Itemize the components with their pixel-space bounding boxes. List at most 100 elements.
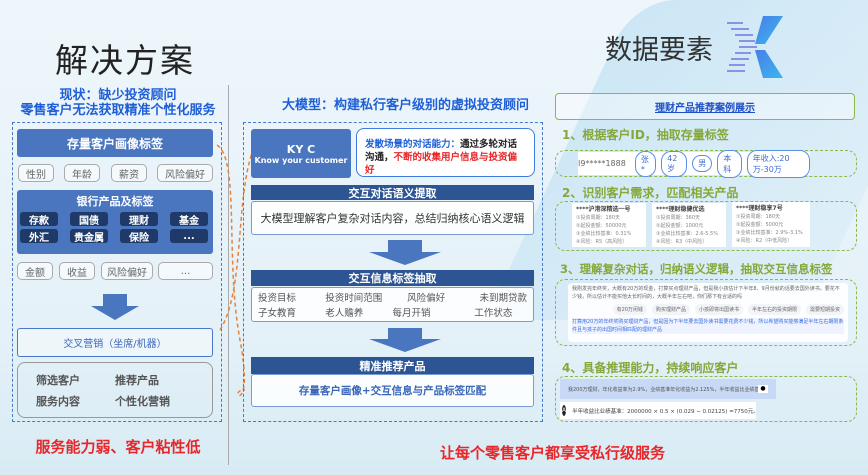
customer-tag: 年收入:20万-30万 <box>746 149 810 178</box>
product-name: ****理财稳享7号 <box>736 205 783 212</box>
portrait-tag: 薪资 <box>111 164 147 182</box>
interaction-tag: 子女教育 <box>258 307 297 319</box>
extracted-tag: 需要短期投资 <box>805 304 844 315</box>
bank-product: 国债 <box>70 212 108 227</box>
middle-title: 大模型：构建私行客户级别的虚拟投资顾问 <box>282 98 530 113</box>
customer-id: I9*****1888 <box>578 159 626 168</box>
interaction-tag: 投资目标 <box>258 293 297 305</box>
kyc-title: KY C <box>286 142 316 156</box>
product-card[interactable]: ****理财稳健优选 ①投资周期：360天 ②起投金额：1000元 ③业绩比较基… <box>652 203 726 247</box>
interaction-tag: 风险偏好 <box>407 293 446 305</box>
brand-title: 数据要素 <box>605 35 713 66</box>
s4-box <box>555 376 857 422</box>
bank-product: ... <box>170 229 208 243</box>
user-question: 我200万理财，年化收益率为2.9%，业绩基准年化收益为2.125%，半年收益比… <box>560 379 776 399</box>
bank-product: 理财 <box>120 212 158 227</box>
product-line: ③业绩比较基准：2.9%-3.1% <box>736 230 803 236</box>
left-subtitle-1: 现状：缺少投资顾问 <box>59 88 177 103</box>
customer-tag: 本科 <box>717 149 742 178</box>
action-item: 个性化营销 <box>115 394 170 408</box>
middle-conclusion: 让每个零售客户都享受私行级服务 <box>440 444 666 462</box>
product-name: ****理财稳健优选 <box>656 206 705 213</box>
kyc-box: KY C Know your customer <box>251 129 351 178</box>
bank-product: 基金 <box>170 212 208 227</box>
customer-dialog: 我刚发完年终奖，大概有20万的现金，打算买点理财产品，但是我小孩估计下半年8、9… <box>572 286 840 300</box>
s1-box <box>555 150 857 177</box>
showcase-header: 理财产品推荐案例展示 <box>555 93 855 120</box>
action-item: 推荐产品 <box>115 373 159 387</box>
showcase-title-link[interactable]: 理财产品推荐案例展示 <box>655 103 755 114</box>
connector-lines <box>216 144 254 397</box>
answer-text: 半年收益比业绩基准：2000000 × 0.5 × (0.029 − 0.021… <box>572 408 759 415</box>
product-line: ②起投金额：1000元 <box>656 223 704 229</box>
action-item: 筛选客户 <box>36 373 80 387</box>
customer-tag: 张* <box>634 150 657 177</box>
marketing-actions: 筛选客户 推荐产品 服务内容 个性化营销 <box>17 362 213 418</box>
down-arrow-icon <box>369 328 441 352</box>
s2-box <box>555 201 857 251</box>
bank-product: 外汇 <box>20 229 58 244</box>
user-icon: ● <box>758 385 768 393</box>
assistant-answer: A 半年收益比业绩基准：2000000 × 0.5 × (0.029 − 0.0… <box>560 402 759 419</box>
kyc-desc-black: 通过多轮对话沟通， <box>365 139 518 163</box>
s1-title: 1、根据客户ID，抽取存量标签 <box>562 128 729 142</box>
kyc-desc-blue: 发散场景的对话能力： <box>365 139 461 150</box>
product-tag: 金额 <box>17 262 53 280</box>
interaction-tag: 工作状态 <box>474 307 513 319</box>
step3-body: 存量客户画像+交互信息与产品标签匹配 <box>251 374 534 407</box>
extracted-tags: 有20万闲钱 购买理财产品 小孩即将出国读书 半年左右的投资期限 需要短期投资 <box>572 304 844 315</box>
bank-product: 存款 <box>20 212 58 227</box>
s3-box <box>555 279 857 346</box>
interaction-tag: 老人赡养 <box>325 307 364 319</box>
product-line: ①投资周期：180天 <box>736 214 781 220</box>
brand-logo-icon <box>727 16 783 78</box>
product-tag: 风险偏好 <box>101 262 153 280</box>
product-card[interactable]: ****理财稳享7号 ①投资周期：180天 ②起投金额：5000元 ③业绩比较基… <box>732 202 810 247</box>
product-line: ③业绩比较基准：2.6-5.5% <box>656 231 718 237</box>
s2-title: 2、识别客户需求，匹配相关产品 <box>562 186 739 200</box>
dialog-panel: 我刚发完年终奖，大概有20万的现金，打算买点理财产品，但是我小孩估计下半年8、9… <box>568 283 848 342</box>
product-card[interactable]: ****沪港深精选一号 ①投资周期：180天 ②起投金额：50000元 ③业绩比… <box>572 203 646 247</box>
interaction-tag: 投资时间范围 <box>325 293 383 305</box>
interaction-tag: 未到期贷款 <box>479 293 527 305</box>
portrait-bar: 存量客户画像标签 <box>17 129 213 157</box>
left-subtitle-2: 零售客户无法获取精准个性化服务 <box>20 103 216 118</box>
product-line: ④风险：R3（中风险） <box>656 239 708 245</box>
product-line: ②起投金额：5000元 <box>736 222 784 228</box>
product-line: ①投资周期：360天 <box>656 215 701 221</box>
down-arrow-icon <box>91 294 139 320</box>
bank-products-box: 银行产品及标签 存款 国债 理财 基金 外汇 贵金属 保险 ... <box>17 190 213 254</box>
product-line: ④风险：R5（高风险） <box>576 239 628 245</box>
cross-sell-box: 交叉营销（坐席/机器） <box>17 328 213 357</box>
kyc-subtitle: Know your customer <box>254 155 348 165</box>
bank-product: 贵金属 <box>70 229 108 244</box>
kyc-desc-red: 不断的收集用户信息与投资偏好 <box>365 152 518 176</box>
customer-tag: 42岁 <box>661 150 688 177</box>
step2-title: 交互信息标签抽取 <box>251 270 534 286</box>
product-name: ****沪港深精选一号 <box>576 206 631 213</box>
question-text: 我200万理财，年化收益率为2.9%，业绩基准年化收益为2.125%，半年收益比… <box>568 386 758 393</box>
portrait-tag: 风险偏好 <box>157 164 213 182</box>
s4-title: 4、具备推理能力，持续响应客户 <box>562 361 739 375</box>
bank-products-title: 银行产品及标签 <box>76 195 154 208</box>
portrait-tag: 性别 <box>18 164 54 182</box>
bank-product: 保险 <box>120 229 158 244</box>
extracted-tag: 小孩即将出国读书 <box>694 304 743 315</box>
customer-tag: 男 <box>692 155 713 172</box>
assistant-avatar-icon: A <box>562 405 567 416</box>
step3-title: 精准推荐产品 <box>251 357 534 374</box>
customer-tags: I9*****1888 张* 42岁 男 本科 年收入:20万-30万 <box>578 149 810 178</box>
step1-body: 大模型理解客户复杂对话内容，总结归纳核心语义逻辑 <box>251 201 534 235</box>
dialog-summary: 打算用20万的年终奖购买理财产品，但是因为下半年要去国外读书需要花费不少钱，所以… <box>572 318 844 334</box>
product-line: ④风险：R2（中低风险） <box>736 238 793 244</box>
product-line: ②起投金额：50000元 <box>576 223 627 229</box>
product-tag: 收益 <box>59 262 95 280</box>
middle-panel <box>243 122 543 422</box>
step2-tags: 投资目标 投资时间范围 风险偏好 未到期贷款 子女教育 老人赡养 每月开销 工作… <box>251 287 534 322</box>
extracted-tag: 半年左右的投资期限 <box>747 304 801 315</box>
step1-title: 交互对话语义提取 <box>251 185 534 200</box>
left-conclusion: 服务能力弱、客户粘性低 <box>35 438 201 456</box>
product-line: ①投资周期：180天 <box>576 215 621 221</box>
extracted-tag: 购买理财产品 <box>651 304 690 315</box>
portrait-tag: 年龄 <box>64 164 100 182</box>
